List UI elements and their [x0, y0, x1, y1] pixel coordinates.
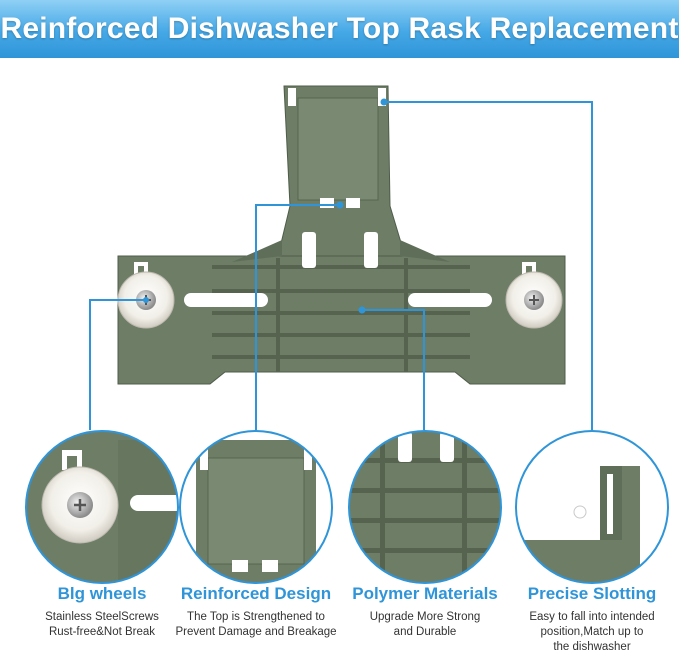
feature-description: Easy to fall into intended position,Matc… [529, 611, 655, 653]
feature-description: The Top is Strengthened to Prevent Damag… [175, 611, 337, 638]
header-banner: Reinforced Dishwasher Top Rask Replaceme… [0, 0, 679, 58]
feature-polymer-materials: Polymer Materials Upgrade More Strong an… [342, 584, 508, 640]
feature-description: Upgrade More Strong and Durable [369, 611, 481, 638]
feature-title: Blg wheels [57, 584, 147, 603]
feature-big-wheels: Blg wheels Stainless SteelScrews Rust-fr… [17, 584, 187, 640]
feature-description: Stainless SteelScrews Rust-free&Not Brea… [45, 611, 159, 638]
feature-title: Reinforced Design [180, 584, 332, 603]
feature-precise-slotting: Precise Slotting Easy to fall into inten… [512, 584, 672, 655]
slot-closeup-icon [515, 430, 669, 584]
page-title: Reinforced Dishwasher Top Rask Replaceme… [0, 12, 679, 45]
callout-dots [143, 98, 388, 314]
feature-title: Polymer Materials [352, 584, 498, 603]
wheel-closeup-icon [25, 430, 179, 584]
feature-title: Precise Slotting [527, 584, 657, 603]
ribs-closeup-icon [348, 430, 502, 584]
callout-lines [89, 101, 593, 430]
top-closeup-icon [179, 430, 333, 584]
feature-reinforced-design: Reinforced Design The Top is Strengthene… [164, 584, 348, 640]
rack-adjuster-part [117, 85, 566, 385]
